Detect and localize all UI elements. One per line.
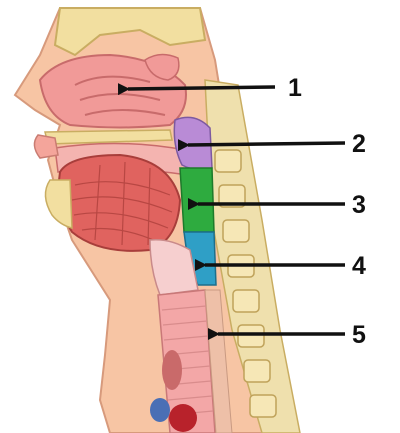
lower-lip-jaw bbox=[45, 180, 72, 228]
blood-vessel-red bbox=[169, 404, 197, 432]
tongue bbox=[59, 155, 180, 251]
label-3-number: 3 bbox=[352, 191, 366, 219]
label-4-number: 4 bbox=[352, 252, 366, 280]
label-1-number: 1 bbox=[288, 74, 302, 102]
label-2-number: 2 bbox=[352, 130, 366, 158]
label-2-arrow bbox=[188, 143, 345, 145]
thyroid-gland bbox=[162, 350, 182, 390]
oropharynx-region bbox=[180, 168, 214, 232]
label-5-number: 5 bbox=[352, 321, 366, 349]
upper-lip bbox=[34, 135, 58, 158]
label-1-arrow bbox=[128, 87, 275, 89]
blood-vessel-blue bbox=[150, 398, 170, 422]
